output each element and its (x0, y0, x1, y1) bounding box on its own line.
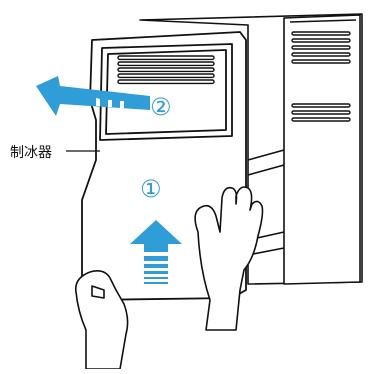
ice-maker-label: 制冰器 (10, 142, 52, 162)
step-1-marker: ① (140, 175, 162, 203)
step-2-marker: ② (150, 93, 172, 121)
